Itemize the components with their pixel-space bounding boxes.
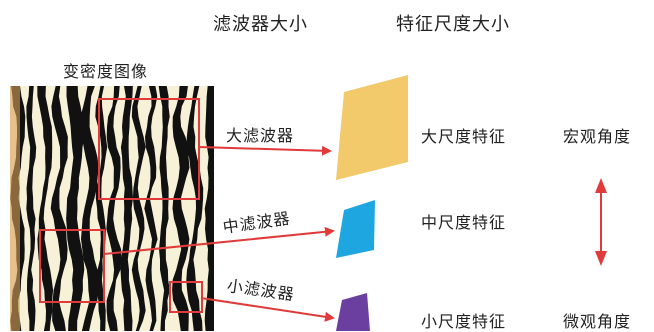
medium-feature-shape — [336, 200, 375, 258]
image-stripe — [26, 86, 37, 331]
image-stripe — [144, 86, 158, 331]
small-filter-arrow — [200, 297, 335, 322]
large-filter-arrow — [198, 145, 332, 156]
image-stripe — [66, 86, 85, 331]
image-stripe — [186, 86, 204, 331]
large-feature-label: 大尺度特征 — [421, 127, 507, 146]
feature-scale-header: 特征尺度大小 — [396, 14, 510, 35]
double-arrow-top-head — [595, 178, 607, 193]
small-filter-box — [169, 281, 203, 313]
small-feature-label: 小尺度特征 — [421, 312, 507, 331]
double-arrow-bottom-head — [595, 251, 607, 266]
micro-view-label: 微观角度 — [563, 312, 632, 331]
large-filter-box — [98, 98, 200, 200]
image-stripe — [37, 86, 54, 331]
image-stripe — [106, 86, 122, 331]
filter-size-header: 滤波器大小 — [213, 14, 308, 35]
image-stripe — [131, 86, 146, 331]
image-stripe — [95, 86, 108, 331]
image-label: 变密度图像 — [63, 62, 149, 81]
image-stripe — [158, 86, 170, 331]
image-stripe — [80, 86, 99, 331]
medium-filter-arrow — [103, 226, 335, 255]
variable-density-image — [10, 86, 214, 331]
image-stripe — [172, 86, 190, 331]
image-stripe — [120, 86, 133, 331]
medium-feature-label: 中尺度特征 — [421, 213, 507, 232]
small-feature-shape — [336, 293, 370, 331]
image-stripe — [50, 86, 68, 331]
macro-view-label: 宏观角度 — [563, 127, 632, 146]
large-feature-shape — [336, 75, 408, 180]
medium-filter-box — [39, 229, 105, 303]
large-filter-label: 大滤波器 — [226, 126, 295, 145]
